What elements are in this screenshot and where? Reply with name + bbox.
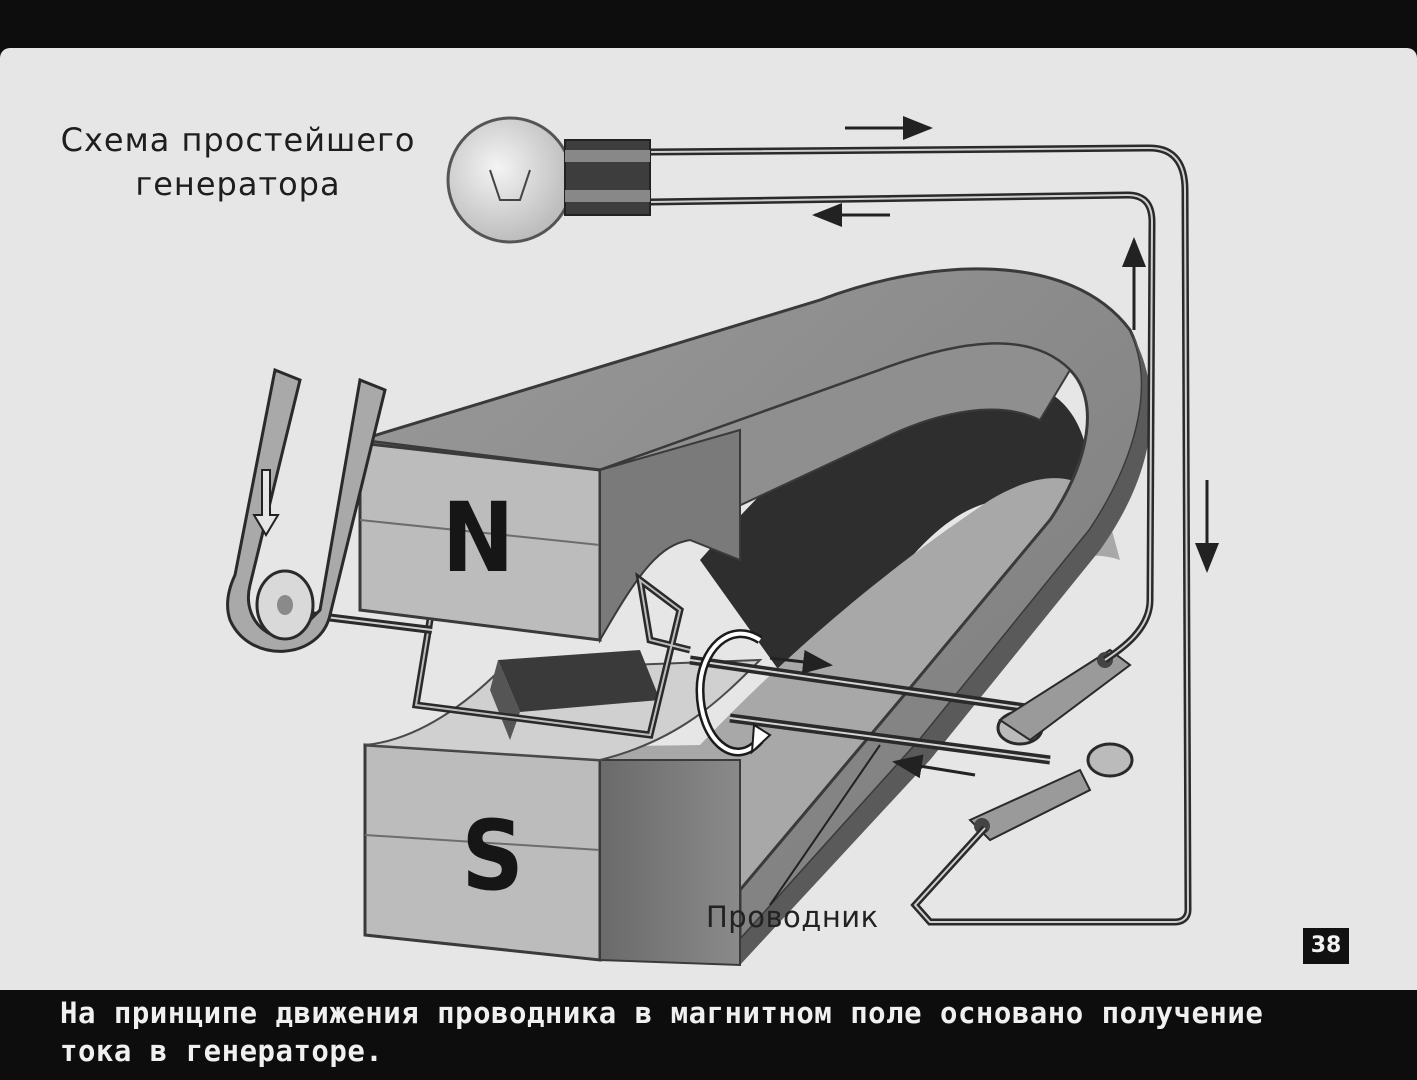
slide-number-badge: 38: [1303, 928, 1349, 964]
slip-rings-brushes: [968, 648, 1134, 842]
light-bulb-icon: [446, 116, 651, 244]
diagram-title: Схема простейшего генератора: [38, 118, 438, 206]
external-circuit: [649, 144, 1192, 926]
south-pole-label: S: [461, 800, 524, 912]
conductor-leader-line: [769, 744, 881, 906]
conductor-loop: [284, 571, 1051, 765]
title-line-1: Схема простейшего: [60, 121, 416, 159]
current-arrows: [769, 116, 1219, 779]
pulley-belt: [226, 367, 387, 653]
conductor-label: Проводник: [706, 900, 879, 934]
caption-line-2: тока в генераторе.: [60, 1034, 384, 1068]
horseshoe-magnet: [358, 267, 1152, 967]
title-line-2: генератора: [135, 165, 341, 203]
slide-caption: На принципе движения проводника в магнит…: [60, 994, 1380, 1070]
north-pole-label: N: [442, 482, 515, 594]
caption-line-1: На принципе движения проводника в магнит…: [60, 996, 1264, 1030]
rotation-arrow-icon: [695, 629, 772, 757]
belt-direction-arrow-icon: [252, 469, 280, 537]
